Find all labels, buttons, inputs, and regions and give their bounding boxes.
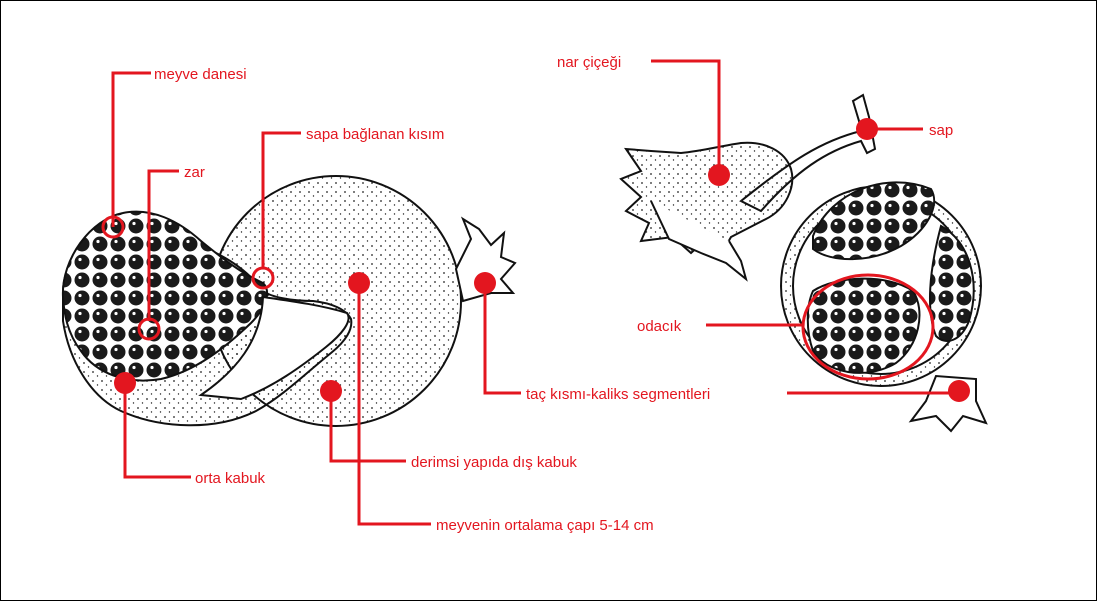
marker-sap [856,118,878,140]
label-tac: taç kısmı-kaliks segmentleri [526,386,710,403]
marker-cap [348,272,370,294]
label-dis-kabuk: derimsi yapıda dış kabuk [411,454,577,471]
marker-tac-right [948,380,970,402]
marker-orta-kabuk [114,372,136,394]
marker-dis-kabuk [320,380,342,402]
label-odacik: odacık [637,318,682,335]
label-sap: sap [929,122,953,139]
label-meyve-danesi: meyve danesi [154,66,247,83]
label-sapa-baglanan: sapa bağlanan kısım [306,126,444,143]
label-orta-kabuk: orta kabuk [195,470,266,487]
label-nar-cicegi: nar çiçeği [557,54,621,71]
crown-calyx-right [911,376,986,431]
label-cap: meyvenin ortalama çapı 5-14 cm [436,517,654,534]
leader-tac-left [485,283,521,393]
leader-meyve-danesi [113,73,151,227]
marker-tac-left [474,272,496,294]
label-zar: zar [184,164,205,181]
marker-nar-cicegi [708,164,730,186]
